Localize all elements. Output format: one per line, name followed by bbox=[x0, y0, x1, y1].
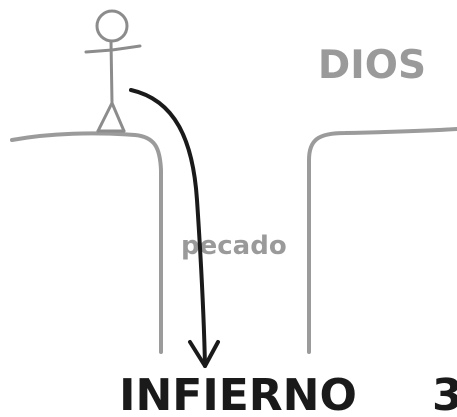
stick-figure-icon bbox=[84, 9, 142, 133]
pecado-label: pecado bbox=[181, 231, 287, 261]
corner-number: 3 bbox=[432, 370, 457, 417]
down-arrow-icon bbox=[129, 88, 220, 368]
right-cliff bbox=[307, 127, 457, 354]
dios-label: DIOS bbox=[318, 43, 426, 88]
infierno-label: INFIERNO bbox=[119, 370, 357, 417]
left-cliff bbox=[10, 131, 163, 354]
